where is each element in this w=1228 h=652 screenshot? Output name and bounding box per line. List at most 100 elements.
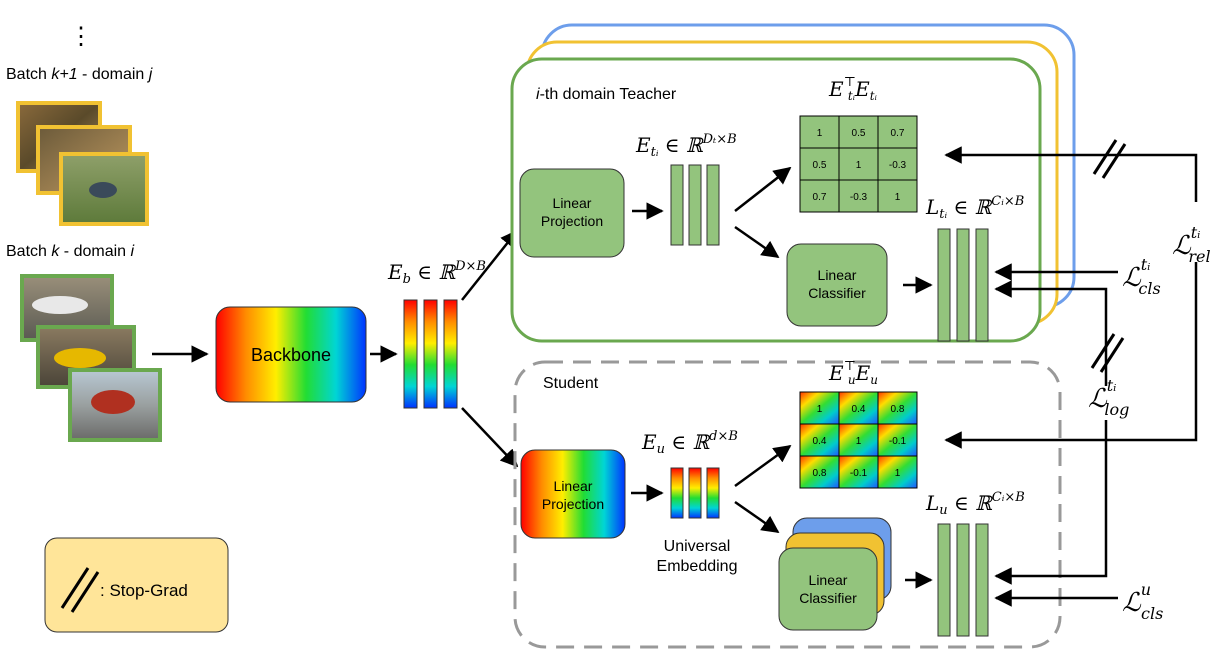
domain-j-images bbox=[16, 101, 149, 226]
matrix-cell bbox=[877, 115, 918, 149]
embedding-bar bbox=[670, 467, 684, 519]
matrix-cell bbox=[877, 391, 918, 425]
logit-bar bbox=[956, 523, 970, 637]
matrix-cell-value: -0.1 bbox=[889, 436, 907, 447]
embedding-bar bbox=[443, 299, 458, 409]
logit-bar bbox=[937, 228, 951, 342]
ellipsis: ⋮ bbox=[69, 23, 93, 50]
matrix-cell-value: -0.3 bbox=[889, 160, 907, 171]
stop-grad-mark bbox=[1090, 333, 1125, 373]
car-silhouette bbox=[32, 296, 88, 314]
matrix-cell-value: 0.4 bbox=[852, 404, 866, 415]
matrix-cell-value: 0.8 bbox=[891, 404, 905, 415]
embedding-bar bbox=[688, 467, 702, 519]
matrix-cell-value: 0.5 bbox=[852, 128, 866, 139]
arrow-emb-to-gram bbox=[734, 166, 792, 212]
matrix-cell bbox=[838, 391, 879, 425]
arrow-emb-to-classifier bbox=[734, 225, 780, 259]
stop-grad-mark bbox=[1092, 139, 1127, 179]
teacher-gram-label: E⊤tᵢEtᵢ bbox=[828, 75, 878, 103]
matrix-cell bbox=[877, 455, 918, 489]
embedding-bar bbox=[706, 467, 720, 519]
arrow-eb-to-student bbox=[461, 407, 519, 468]
embedding-bar bbox=[706, 164, 720, 246]
matrix-cell bbox=[838, 179, 879, 213]
legend-box bbox=[44, 537, 229, 633]
batch-i-label: Batch k - domain i bbox=[6, 243, 135, 260]
matrix-cell bbox=[799, 455, 840, 489]
matrix-cell-value: 0.4 bbox=[813, 436, 827, 447]
logit-bar bbox=[975, 228, 989, 342]
matrix-cell bbox=[799, 115, 840, 149]
log-loss-line-top bbox=[994, 280, 1108, 386]
rel-loss-line-top bbox=[944, 146, 1198, 202]
student-linear-projection bbox=[520, 449, 626, 539]
embedding-bar bbox=[688, 164, 702, 246]
domain-i-images bbox=[20, 274, 162, 442]
legend-label: : Stop-Grad bbox=[100, 581, 188, 600]
matrix-cell bbox=[799, 391, 840, 425]
matrix-cell bbox=[877, 147, 918, 181]
matrix-cell-value: 1 bbox=[817, 404, 823, 415]
student-logit-label: Lu ∈ ℝCᵢ×B bbox=[925, 490, 1025, 518]
embedding-bar bbox=[403, 299, 418, 409]
arrow-semb-to-classifier bbox=[734, 500, 780, 534]
matrix-cell-value: 1 bbox=[856, 160, 862, 171]
teacher-emb-label: Etᵢ ∈ ℝDₜ×B bbox=[635, 132, 737, 160]
teacher-title: i-th domain Teacher bbox=[536, 86, 677, 103]
matrix-cell-value: 0.5 bbox=[813, 160, 827, 171]
student-embedding-bars bbox=[670, 467, 720, 519]
student-logit-bars bbox=[937, 523, 989, 637]
student-title: Student bbox=[543, 375, 599, 392]
student-linear-classifier bbox=[778, 547, 878, 631]
backbone-embedding-bars bbox=[403, 299, 458, 409]
teacher-embedding-bars bbox=[670, 164, 720, 246]
student-gram-label: E⊤uEu bbox=[828, 359, 878, 387]
matrix-cell bbox=[838, 455, 879, 489]
teacher-logit-bars bbox=[937, 228, 989, 342]
teacher-logit-label: Ltᵢ ∈ ℝCᵢ×B bbox=[925, 194, 1024, 222]
backbone-label: Backbone bbox=[251, 345, 331, 365]
matrix-cell-value: 0.8 bbox=[813, 468, 827, 479]
car-silhouette bbox=[91, 390, 135, 414]
matrix-cell-value: -0.3 bbox=[850, 192, 868, 203]
stop-grad-icon bbox=[60, 567, 100, 613]
rel-loss-line-bottom bbox=[944, 262, 1198, 449]
backbone-block bbox=[215, 306, 367, 403]
matrix-cell bbox=[799, 179, 840, 213]
student-box bbox=[513, 360, 1062, 649]
arrow-semb-to-gram bbox=[734, 444, 792, 488]
matrix-cell-value: 1 bbox=[856, 436, 862, 447]
matrix-cell-value: 1 bbox=[817, 128, 823, 139]
embedding-bar bbox=[670, 164, 684, 246]
logit-bar bbox=[956, 228, 970, 342]
bird-silhouette bbox=[89, 182, 117, 198]
matrix-cell-value: -0.1 bbox=[850, 468, 868, 479]
matrix-cell-value: 0.7 bbox=[891, 128, 905, 139]
log-loss-line-bottom bbox=[994, 420, 1108, 585]
matrix-cell-value: 0.7 bbox=[813, 192, 827, 203]
logit-bar bbox=[975, 523, 989, 637]
student-emb-label: Eu ∈ ℝd×B bbox=[641, 429, 738, 457]
batch-j-label: Batch k+1 - domain j bbox=[6, 66, 153, 83]
matrix-cell bbox=[877, 179, 918, 213]
matrix-cell-value: 1 bbox=[895, 468, 901, 479]
teacher-linear-projection bbox=[519, 168, 625, 258]
eb-label: Eb ∈ ℝD×B bbox=[387, 259, 486, 287]
student-gram-matrix: 1 0.4 0.8 0.4 1 -0.1 0.8 -0.1 1 bbox=[799, 391, 918, 489]
teacher-gram-matrix: 1 0.5 0.7 0.5 1 -0.3 0.7 -0.3 1 bbox=[799, 115, 918, 213]
arrow-eb-to-teacher bbox=[461, 229, 519, 301]
matrix-cell-value: 1 bbox=[895, 192, 901, 203]
car-silhouette bbox=[54, 348, 106, 368]
teacher-linear-classifier bbox=[786, 243, 888, 327]
